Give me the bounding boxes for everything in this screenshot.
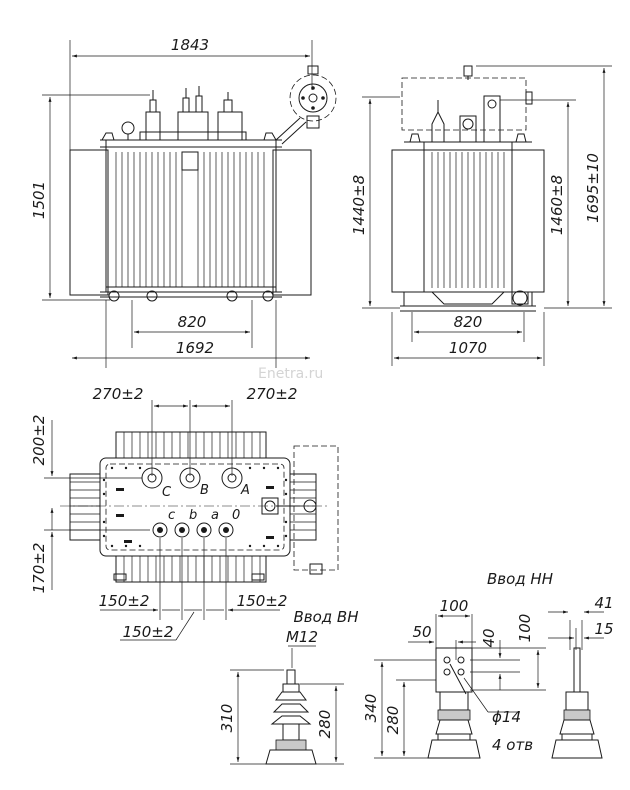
front-overall-width-dim: 1843 xyxy=(171,36,209,54)
wheel-icon xyxy=(512,290,528,306)
front-wheelbase-dim: 820 xyxy=(178,313,207,331)
conservator-top xyxy=(293,445,339,571)
lv-phase-label: a xyxy=(211,508,219,523)
lv-height-total-dim: 340 xyxy=(362,694,380,723)
wheel-icon xyxy=(262,290,274,302)
conservator-side xyxy=(401,77,527,131)
hv-spacing-left-dim: 270±2 xyxy=(93,385,144,403)
hv-phase-label: B xyxy=(200,483,209,498)
lv-pad-width-dim: 100 xyxy=(440,597,469,615)
lv-bushing-title: Ввод НН xyxy=(487,570,553,588)
lv-height-body-dim: 280 xyxy=(384,706,402,735)
front-body-width-dim: 1692 xyxy=(176,339,214,357)
side-wheelbase-dim: 820 xyxy=(454,313,483,331)
side-width-dim: 1070 xyxy=(449,339,487,357)
lv-spacing-right-dim: 150±2 xyxy=(237,592,288,610)
lv-phase-label: b xyxy=(189,508,197,523)
lv-bushing-detail: Ввод НН 100 50 40 100 ϕ1 xyxy=(362,570,614,759)
hv-height-body-dim: 280 xyxy=(316,710,334,739)
wheel-icon xyxy=(146,290,158,302)
front-height-dim: 1501 xyxy=(30,181,48,219)
hv-height-total-dim: 310 xyxy=(218,704,236,733)
lv-pad-inner-dim: 50 xyxy=(412,623,431,641)
lv-side-thickness-dim: 15 xyxy=(594,620,613,638)
top-view: 270±2 270±2 xyxy=(30,385,339,641)
front-bushings xyxy=(139,86,247,141)
conservator-front xyxy=(275,65,337,145)
lv-hole-diameter-label: ϕ14 xyxy=(492,708,521,726)
hv-offset-dim: 200±2 xyxy=(30,415,48,466)
front-view: 1843 1501 xyxy=(30,36,337,368)
wheel-icon xyxy=(226,290,238,302)
hv-phase-label: C xyxy=(162,485,172,500)
hv-bushings-top xyxy=(141,467,243,489)
gauge-icon xyxy=(121,121,135,135)
hv-bushing-detail: Ввод ВН M12 310 280 xyxy=(218,608,359,765)
lv-side-width-dim: 41 xyxy=(594,594,613,612)
watermark: Enetra.ru xyxy=(258,366,323,382)
hv-bushing-title: Ввод ВН xyxy=(293,608,358,626)
side-height-lid-dim: 1440±8 xyxy=(350,175,368,235)
hv-phase-label: A xyxy=(240,483,250,498)
side-view: 1440±8 1460±8 1695±10 820 1070 xyxy=(350,65,612,366)
wheel-icon xyxy=(108,290,120,302)
lv-hole-count-label: 4 отв xyxy=(492,736,533,754)
lv-phase-label: c xyxy=(168,508,175,523)
lv-hole-offset-dim: 40 xyxy=(480,628,498,647)
lv-spacing-mid-dim: 150±2 xyxy=(123,623,174,641)
side-height-conservator-dim: 1460±8 xyxy=(548,175,566,235)
lv-spacing-left-dim: 150±2 xyxy=(99,592,150,610)
lv-terminal-pad xyxy=(435,647,473,693)
lv-offset-dim: 170±2 xyxy=(30,543,48,594)
side-height-total-dim: 1695±10 xyxy=(584,153,602,223)
hv-thread-label: M12 xyxy=(286,628,318,646)
hv-spacing-right-dim: 270±2 xyxy=(247,385,298,403)
tank-lid xyxy=(99,457,291,557)
lv-pad-height-dim: 100 xyxy=(516,614,534,643)
lv-phase-label: 0 xyxy=(232,508,240,523)
lv-bushings-top xyxy=(152,522,234,538)
